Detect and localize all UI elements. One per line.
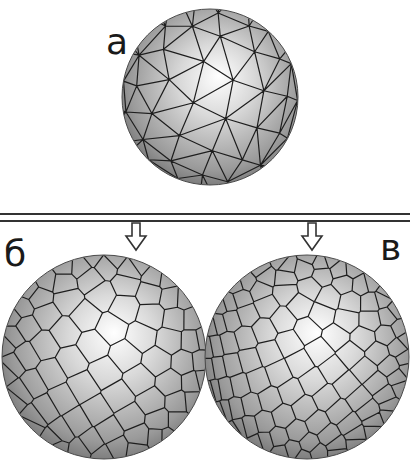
sphere [103,153,410,464]
mesh-lines [103,153,410,464]
divider-line [0,220,410,222]
panel-letter: б [4,236,26,272]
hollow-arrow [302,223,322,250]
divider-line [0,213,410,215]
hollow-arrow [126,223,146,250]
panel-letter: а [106,24,128,60]
panel-letter: в [380,230,401,266]
sphere [91,0,329,215]
mesh-lines [91,0,329,215]
